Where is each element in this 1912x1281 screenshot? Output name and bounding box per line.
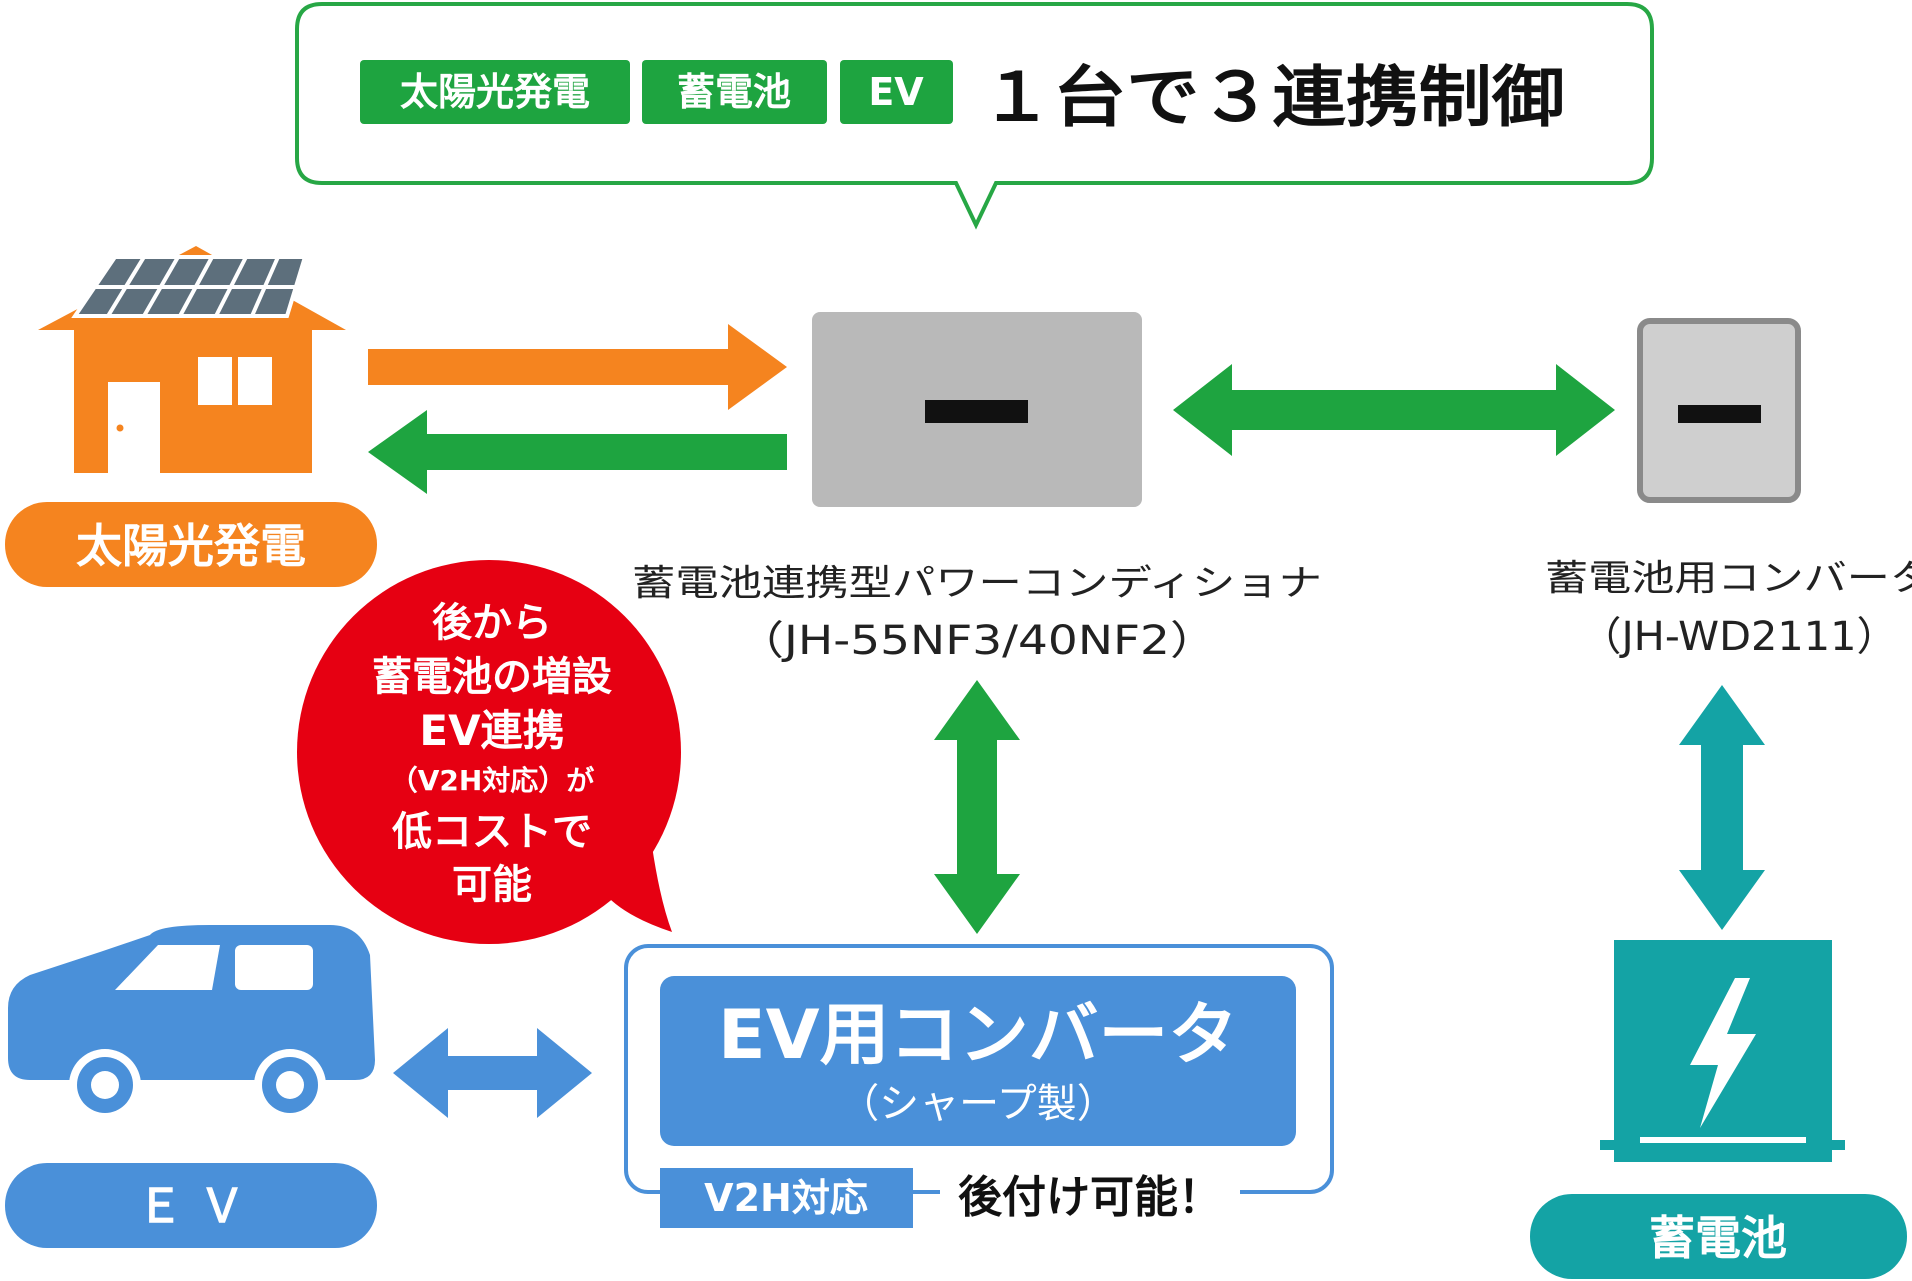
battery-label: 蓄電池	[1649, 1211, 1787, 1265]
arrow-pcs-battery-converter	[1173, 364, 1615, 456]
banner: 太陽光発電 蓄電池 EV １台で３連携制御	[295, 2, 1654, 230]
banner-tag-battery	[642, 60, 827, 124]
banner-tag-ev	[840, 60, 953, 124]
banner-bubble	[295, 2, 1654, 230]
power-conditioner-model: （JH-55NF3/40NF2）	[737, 618, 1217, 664]
solar-label-pill	[5, 502, 377, 587]
callout-line-1: 後から	[432, 600, 552, 646]
banner-tag-solar	[360, 60, 630, 124]
battery-label-pill	[1530, 1194, 1907, 1279]
power-conditioner-display	[925, 400, 1028, 423]
ev-car-icon	[8, 925, 375, 1121]
house-door	[108, 382, 160, 473]
ev-converter-box	[660, 976, 1296, 1146]
banner-headline: １台で３連携制御	[980, 59, 1565, 136]
ev-label: Ｅ Ｖ	[137, 1179, 245, 1233]
battery-converter-display	[1678, 405, 1761, 423]
car-window-rear	[235, 945, 313, 990]
arrow-ev-ev-converter	[393, 1028, 592, 1118]
callout-line-6: 可能	[452, 862, 532, 908]
banner-tag-ev-label: EV	[868, 70, 924, 114]
callout-bubble	[297, 560, 681, 944]
banner-tag-battery-label: 蓄電池	[677, 70, 791, 114]
callout-line-4: （V2H対応）が	[390, 764, 595, 797]
arrow-pcs-ev-converter	[934, 680, 1020, 934]
retrofit-note: 後付け可能！	[958, 1172, 1222, 1223]
v2h-badge	[660, 1168, 913, 1228]
callout-line-2: 蓄電池の増設	[372, 654, 612, 700]
car-window-front	[115, 945, 220, 990]
arrow-pcs-to-house	[368, 410, 787, 494]
ev-label-pill	[5, 1163, 377, 1248]
ev-converter-title: EV用コンバータ	[718, 996, 1238, 1075]
battery-converter-model: （JH-WD2111）	[1580, 614, 1898, 660]
power-conditioner-name: 蓄電池連携型パワーコンディショナ	[632, 563, 1322, 604]
lightning-bolt-icon	[1690, 978, 1756, 1128]
battery-icon	[1600, 940, 1845, 1162]
ev-converter-maker: （シャープ製）	[839, 1081, 1117, 1127]
v2h-badge-label: V2H対応	[704, 1176, 868, 1220]
solar-label: 太陽光発電	[76, 519, 306, 573]
retrofit-note-bg	[940, 1168, 1240, 1228]
callout-line-3: EV連携	[419, 706, 564, 755]
banner-tag-solar-label: 太陽光発電	[400, 70, 590, 114]
callout-line-5: 低コストで	[392, 809, 592, 855]
solar-house-icon	[38, 246, 346, 473]
battery-converter-name: 蓄電池用コンバータ	[1545, 558, 1912, 599]
arrow-battery-converter-battery	[1679, 685, 1765, 930]
arrow-solar-to-pcs	[368, 324, 787, 410]
